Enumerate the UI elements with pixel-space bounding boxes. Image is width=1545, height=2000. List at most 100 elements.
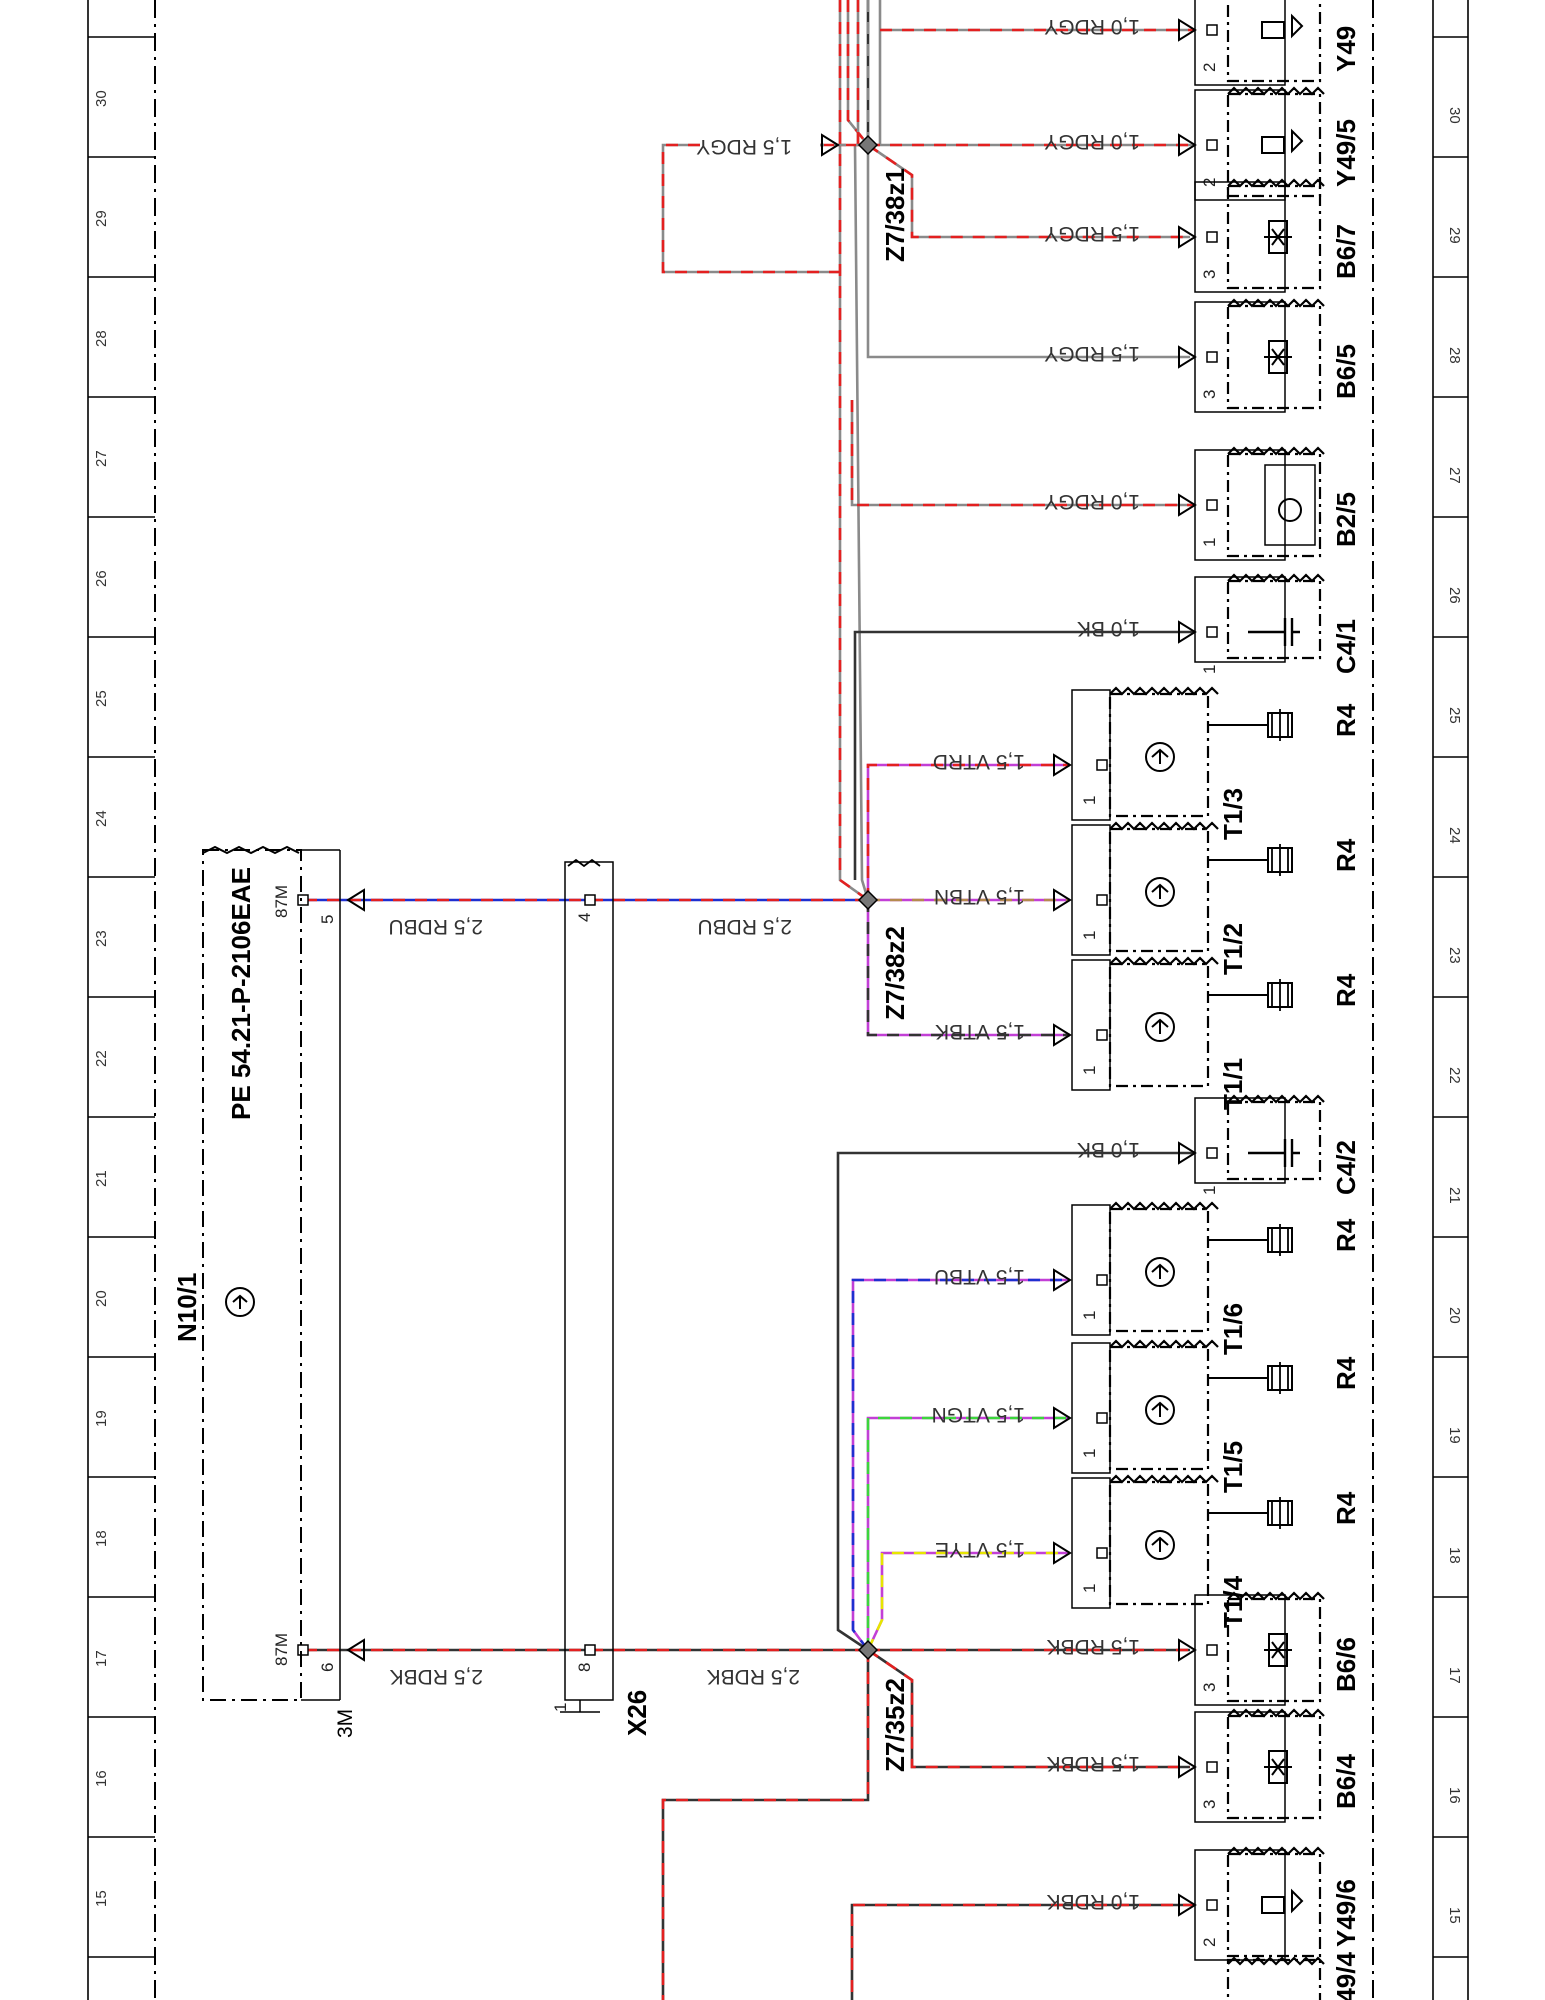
control-unit-reference: PE 54.21-P-2106EAE <box>226 867 256 1120</box>
junction-node <box>857 134 879 156</box>
hall-sensor-mark <box>1264 1641 1292 1659</box>
component-box <box>1226 92 1322 198</box>
wire-to-y49-6-stripe <box>850 1903 1195 2000</box>
module-pin-number: 1 <box>1080 1584 1099 1593</box>
wire-label-t1-3: 1,5 VTRD <box>933 750 1025 773</box>
ruler-number-right: 28 <box>1446 347 1463 364</box>
arrow-t1_4 <box>1053 1541 1072 1565</box>
component-label: B6/7 <box>1331 224 1361 279</box>
pin-square <box>1096 894 1108 906</box>
component-box <box>1226 1597 1322 1703</box>
component-outline <box>1194 576 1286 663</box>
wire-to-b2-5 <box>850 400 1195 507</box>
solenoid-symbol <box>1261 1896 1285 1914</box>
arrow-t1_2 <box>1053 888 1072 912</box>
hall-sensor-mark <box>1264 1758 1292 1776</box>
wire-label-feed-rdgy: 1,5 RDGY <box>696 135 792 158</box>
transistor-symbol <box>1145 1012 1175 1042</box>
pin-5-number: 5 <box>318 915 337 924</box>
arrow-t1_1 <box>1053 1023 1072 1047</box>
junction-node <box>857 1639 879 1661</box>
ruler-number-left: 26 <box>93 570 110 587</box>
component-box <box>1226 1714 1322 1820</box>
wire-label-b2-5: 1,0 RDGY <box>1044 490 1140 513</box>
pin-square <box>1096 759 1108 771</box>
module-label: T1/2 <box>1218 923 1248 975</box>
pin-square <box>1096 1029 1108 1041</box>
wire-to-t1-4-stripe <box>866 1551 1070 1651</box>
component-zigzag <box>1227 178 1325 188</box>
component-zigzag <box>1227 446 1325 456</box>
wire-label-t1-1: 1,5 VTBK <box>935 1020 1025 1043</box>
component-box <box>1226 1852 1322 1958</box>
wire-to-b6-4 <box>867 1648 1190 1769</box>
component-zigzag <box>1227 86 1325 96</box>
connector-x26: X26 4 8 1 <box>551 858 652 1736</box>
ruler-number-left: 19 <box>93 1410 110 1427</box>
component-zigzag <box>1109 1474 1219 1484</box>
arrow-pin-6 <box>346 1638 365 1662</box>
pin-square <box>1096 1547 1108 1559</box>
component-label: B6/4 <box>1331 1754 1361 1809</box>
ruler-number-left: 30 <box>93 90 110 107</box>
component-pin-number: 3 <box>1200 1800 1219 1809</box>
ruler-number-right: 27 <box>1446 467 1463 484</box>
module-pin-number: 1 <box>1080 796 1099 805</box>
pin-square <box>1206 1147 1218 1159</box>
component-box <box>1226 184 1322 290</box>
ruler-number-right: 29 <box>1446 227 1463 244</box>
component-box <box>1226 1958 1322 2000</box>
wire-group <box>297 0 1195 2000</box>
wire-to-t1-3-stripe <box>866 763 1070 900</box>
wire-to-t1-4 <box>866 1551 1070 1651</box>
control-unit-3m-label: 3M <box>334 1709 357 1738</box>
component-pin-number: 2 <box>1200 1938 1219 1947</box>
component-zigzag <box>1109 956 1219 966</box>
wire-label-y49-5: 1,0 RDGY <box>1044 130 1140 153</box>
resistor-label: R4 <box>1331 1491 1361 1525</box>
component-pin-number: 3 <box>1200 1683 1219 1692</box>
transistor-mark <box>1151 883 1169 899</box>
wire-label-t1-4: 1,5 VTYE <box>935 1538 1025 1561</box>
ruler-number-left: 16 <box>93 1770 110 1787</box>
junction-label-z7-38z2: Z7/38z2 <box>880 926 910 1020</box>
ruler-number-right: 16 <box>1446 1787 1463 1804</box>
module-box <box>1108 827 1210 953</box>
wire-label-b6-5: 1,5 RDGY <box>1044 342 1140 365</box>
arrow-y49 <box>1178 18 1197 42</box>
pin-square <box>1206 139 1218 151</box>
ruler-number-left: 18 <box>93 1530 110 1547</box>
control-unit-label: N10/1 <box>172 1273 202 1342</box>
wire-to-b6-7 <box>867 143 1190 239</box>
ruler-number-left: 24 <box>93 810 110 827</box>
component-zigzag <box>1227 1708 1325 1718</box>
wire-to-c4-1 <box>853 630 1195 880</box>
ruler-number-right: 30 <box>1446 107 1463 124</box>
wire-to-y49-6 <box>850 1903 1195 2000</box>
component-zigzag <box>1227 1094 1325 1104</box>
wire-label-t1-2: 1,5 VTBN <box>934 885 1025 908</box>
transistor-mark <box>1151 1263 1169 1279</box>
capacitor-symbol <box>1248 618 1300 646</box>
resistor-label: R4 <box>1331 1356 1361 1390</box>
resistor-plug-detail <box>1271 1362 1289 1394</box>
resistor-label: R4 <box>1331 1218 1361 1252</box>
resistor-label: R4 <box>1331 838 1361 872</box>
junction-label-z7-35z2: Z7/35z2 <box>880 1678 910 1772</box>
module-pin-number: 1 <box>1080 931 1099 940</box>
ruler-number-left: 20 <box>93 1290 110 1307</box>
pin-square <box>1206 1761 1218 1773</box>
wire-label-b6-7: 1,5 RDGY <box>1044 222 1140 245</box>
pin-square <box>1206 1644 1218 1656</box>
component-pin-number: 3 <box>1200 270 1219 279</box>
component-label: B6/5 <box>1331 344 1361 399</box>
resistor-plug-detail <box>1271 844 1289 876</box>
arrow-feed <box>821 133 840 157</box>
module-box <box>1108 1207 1210 1333</box>
